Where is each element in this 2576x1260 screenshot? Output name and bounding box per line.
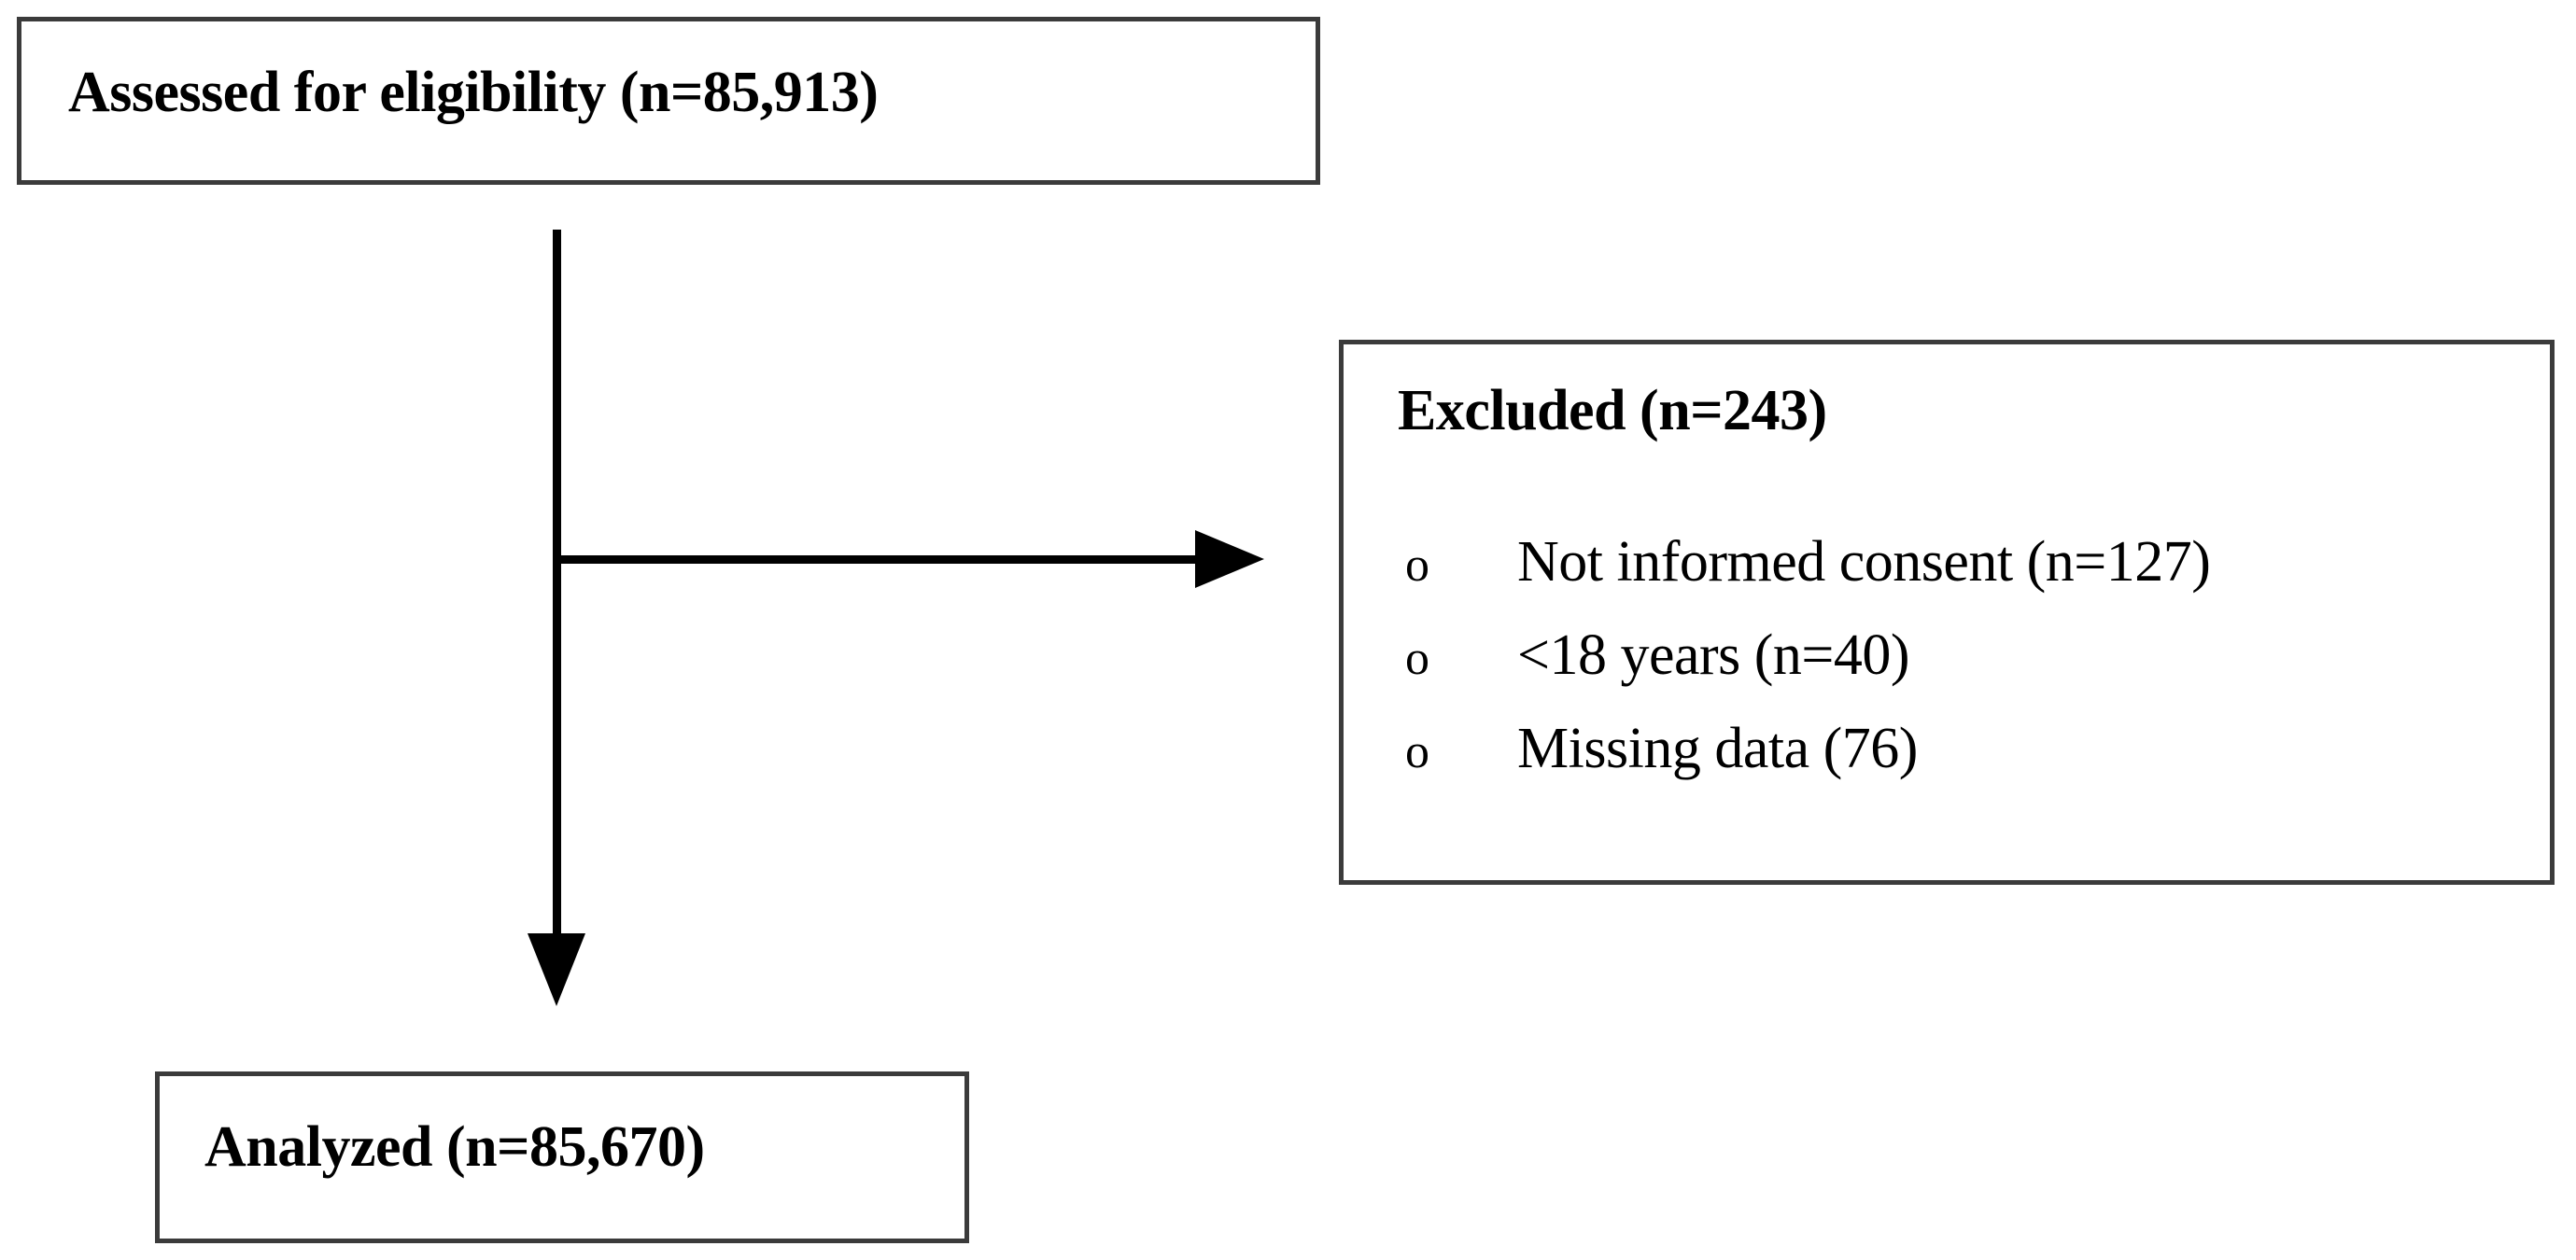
bullet-circle-icon: o: [1405, 632, 1429, 685]
arrow-down-icon: [528, 933, 585, 1006]
bullet-circle-icon: o: [1405, 725, 1429, 778]
box-assessed-for-eligibility: Assessed for eligibility (n=85,913): [17, 17, 1320, 185]
excluded-box-title: Excluded (n=243): [1398, 379, 1827, 442]
connector-vertical-trunk: [553, 230, 561, 939]
list-item-label: Not informed consent (n=127): [1517, 530, 2211, 594]
list-item: o Not informed consent (n=127): [1398, 533, 2527, 626]
box-excluded: Excluded (n=243) o Not informed consent …: [1339, 340, 2555, 885]
list-item: o Missing data (76): [1398, 720, 2527, 813]
list-item-label: Missing data (76): [1517, 717, 1918, 780]
list-item-label: <18 years (n=40): [1517, 623, 1910, 687]
list-item: o <18 years (n=40): [1398, 626, 2527, 720]
connector-horizontal-branch: [553, 555, 1197, 564]
arrow-right-icon: [1195, 530, 1264, 588]
excluded-reason-list: o Not informed consent (n=127) o <18 yea…: [1398, 533, 2527, 813]
bullet-circle-icon: o: [1405, 539, 1429, 592]
assessed-box-title: Assessed for eligibility (n=85,913): [68, 61, 879, 124]
analyzed-box-title: Analyzed (n=85,670): [204, 1115, 705, 1179]
box-analyzed: Analyzed (n=85,670): [155, 1071, 969, 1243]
